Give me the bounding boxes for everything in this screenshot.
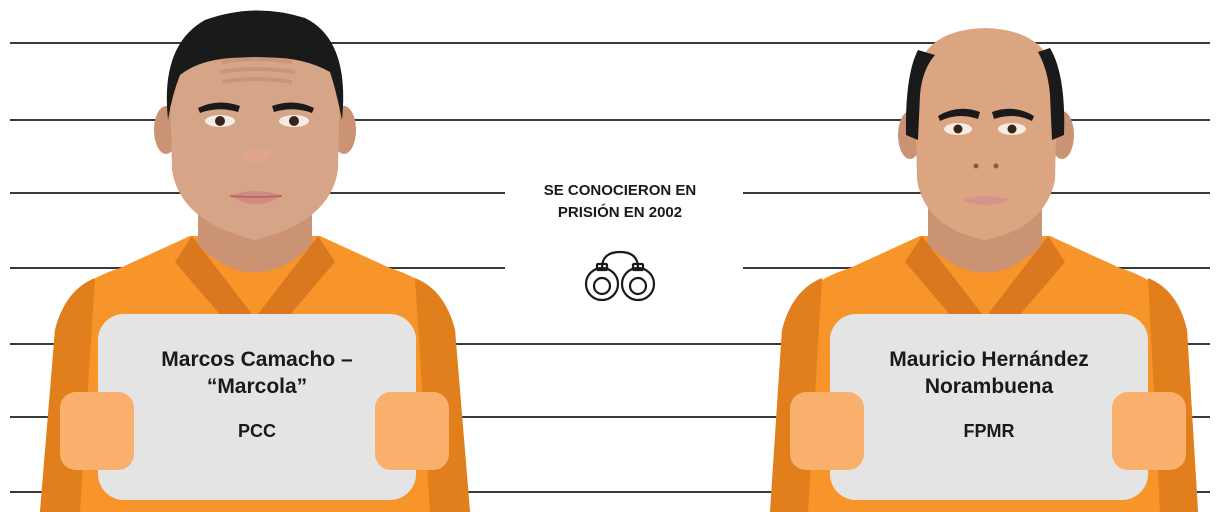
handcuffs-icon bbox=[584, 250, 656, 302]
caption-line-1: SE CONOCIERON EN bbox=[543, 182, 697, 199]
left-group-label: PCC bbox=[237, 421, 276, 441]
right-person-figure bbox=[770, 28, 1198, 512]
right-name-line-1: Mauricio Hernández bbox=[889, 348, 1089, 371]
right-group-label: FPMR bbox=[963, 421, 1015, 441]
left-name-line-2: “Marcola” bbox=[206, 375, 308, 398]
left-name-line-1: Marcos Camacho – bbox=[161, 348, 353, 371]
meeting-caption: SE CONOCIERON EN PRISIÓN EN 2002 bbox=[505, 180, 735, 224]
right-name-sign: Mauricio Hernández Norambuena FPMR bbox=[830, 346, 1148, 442]
right-name-line-2: Norambuena bbox=[924, 375, 1054, 398]
left-name-sign: Marcos Camacho – “Marcola” PCC bbox=[98, 346, 416, 442]
left-person-figure bbox=[40, 10, 470, 512]
caption-line-2: PRISIÓN EN 2002 bbox=[557, 204, 683, 221]
